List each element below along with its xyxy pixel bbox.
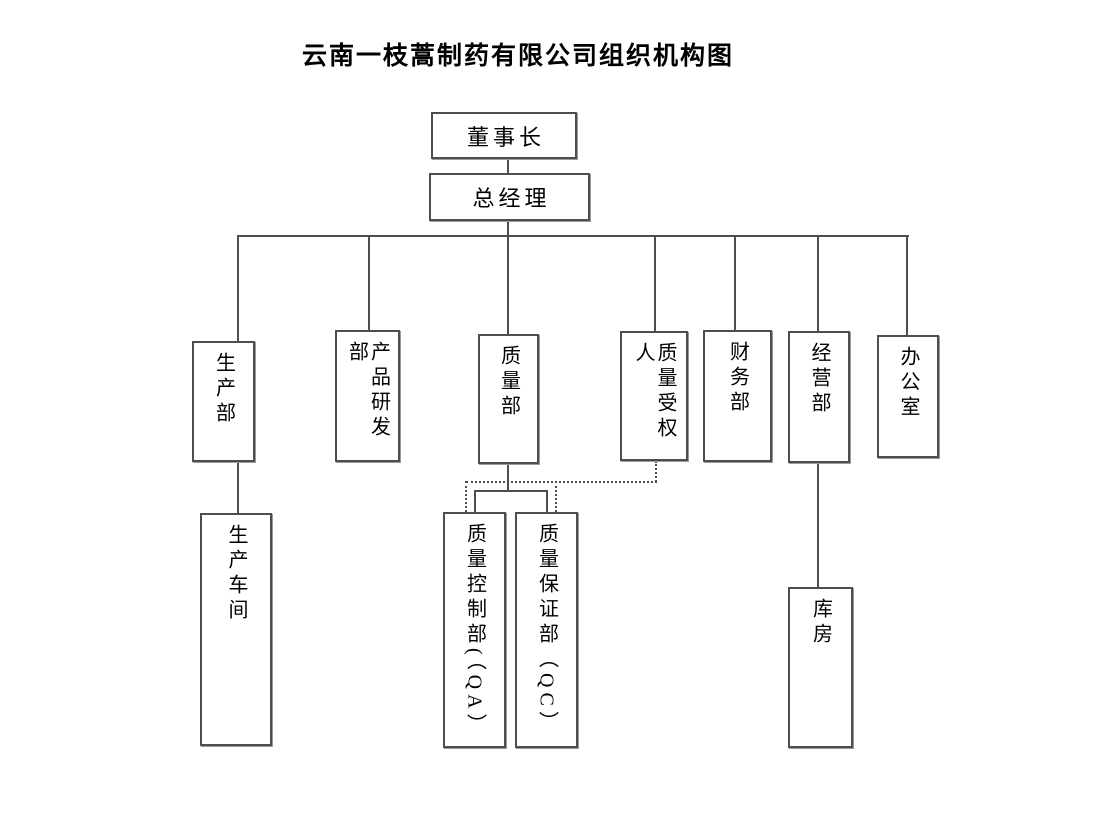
connector-dotted-qauth-down [655,461,657,482]
connector-business-warehouse [817,463,819,587]
node-quality-assurance-dept-qc: 质量保证部（QC） [515,512,578,748]
connector-quality-down [507,464,509,492]
connector-drop-quality-authorized [654,235,656,331]
node-rnd-dept-label: 产品研发部 [345,341,390,441]
node-warehouse-label: 库房 [809,598,832,648]
connector-drop-rnd [368,235,370,330]
node-production-workshop-label: 生产车间 [225,524,247,624]
connector-dotted-qauth-qa [465,481,467,512]
connector-quality-qc [546,490,548,512]
node-production-dept: 生产部 [192,341,255,462]
node-chairman: 董事长 [431,112,577,159]
node-rnd-dept: 产品研发部 [335,330,400,462]
node-general-manager: 总经理 [429,173,590,221]
node-quality-authorized-person-label: 质量受权人 [632,342,676,442]
node-general-manager-label: 总经理 [472,186,551,211]
connector-dotted-qauth-qc [555,481,557,512]
node-finance-dept: 财务部 [703,330,772,462]
connector-dotted-qauth-horizontal [466,481,657,483]
node-quality-authorized-person: 质量受权人 [620,331,688,461]
connector-drop-quality [507,235,509,334]
node-quality-dept: 质量部 [478,334,539,464]
connector-production-workshop [237,462,239,513]
connector-drop-business [817,235,819,331]
node-finance-dept-label: 财务部 [726,341,749,416]
connector-drop-office [906,235,908,335]
node-quality-control-dept-qa: 质量控制部(（QA） [443,512,506,748]
connector-quality-horizontal [474,490,548,492]
node-quality-assurance-dept-qc-label: 质量保证部（QC） [535,523,558,736]
connector-drop-production [237,235,239,341]
node-office-label: 办公室 [897,346,919,421]
node-chairman-label: 董事长 [466,124,545,150]
connector-drop-finance [734,235,736,330]
node-office: 办公室 [877,335,939,458]
connector-quality-qa [474,490,476,512]
node-business-dept-label: 经营部 [808,342,830,417]
connector-gm-bus [507,221,509,235]
connector-chairman-gm [507,159,509,173]
node-warehouse: 库房 [788,587,853,748]
node-business-dept: 经营部 [788,331,850,463]
node-production-workshop: 生产车间 [200,513,272,746]
node-quality-control-dept-qa-label: 质量控制部(（QA） [463,523,486,739]
node-production-dept-label: 生产部 [212,352,235,427]
page-title: 云南一枝蒿制药有限公司组织机构图 [302,43,735,70]
connector-bus-line [238,235,909,237]
node-quality-dept-label: 质量部 [497,345,520,420]
